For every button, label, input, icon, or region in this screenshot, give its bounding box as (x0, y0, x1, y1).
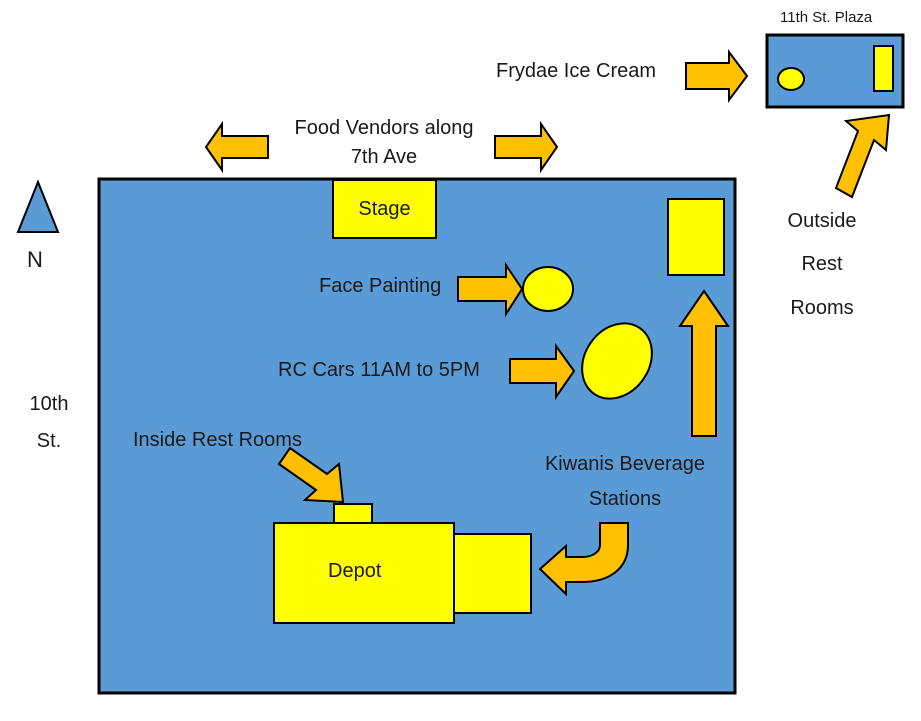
ice-cream-label: Frydae Ice Cream (496, 60, 657, 82)
rc-cars-label: RC Cars 11AM to 5PM (278, 359, 480, 381)
stage-block (332, 179, 437, 239)
depot-restroom-annex (333, 503, 373, 525)
block-arrow-icon (678, 289, 730, 437)
block-arrow-icon (685, 49, 749, 103)
outside-rest-label-line2: Rest (801, 253, 843, 275)
depot-label: Depot (328, 560, 382, 582)
plaza-label: 11th St. Plaza (780, 9, 873, 26)
depot-beverage-station (453, 533, 532, 614)
outside-rest-rooms-building (873, 45, 894, 92)
block-arrow-icon (494, 120, 559, 174)
block-arrow-icon (509, 342, 576, 401)
outside-rest-label-line1: Outside (787, 210, 857, 232)
block-arrow-icon (277, 446, 345, 504)
u-turn-arrow-icon (538, 522, 629, 597)
food-vendors-label-line1: Food Vendors along (294, 117, 474, 139)
kiwanis-label-line1: Kiwanis Beverage (544, 453, 706, 475)
block-arrow-icon (204, 120, 269, 174)
kiwanis-label-line2: Stations (588, 488, 662, 510)
outside-rest-label-line3: Rooms (790, 297, 854, 319)
ice-cream-stand (777, 67, 805, 91)
street-left-label-line1: 10th (29, 393, 69, 415)
rc-cars-area (581, 322, 653, 400)
stage-label: Stage (358, 198, 411, 220)
street-left-label-line2: St. (36, 430, 62, 452)
face-painting-label: Face Painting (319, 275, 442, 297)
north-arrow-triangle-icon (16, 179, 60, 233)
inside-rest-label: Inside Rest Rooms (133, 429, 302, 451)
food-vendors-label-line2: 7th Ave (350, 146, 418, 168)
block-arrow-icon (457, 261, 524, 318)
face-painting-spot (522, 266, 574, 312)
beverage-station-block (667, 198, 725, 276)
north-label: N (27, 247, 43, 272)
block-arrow-icon (834, 113, 891, 199)
